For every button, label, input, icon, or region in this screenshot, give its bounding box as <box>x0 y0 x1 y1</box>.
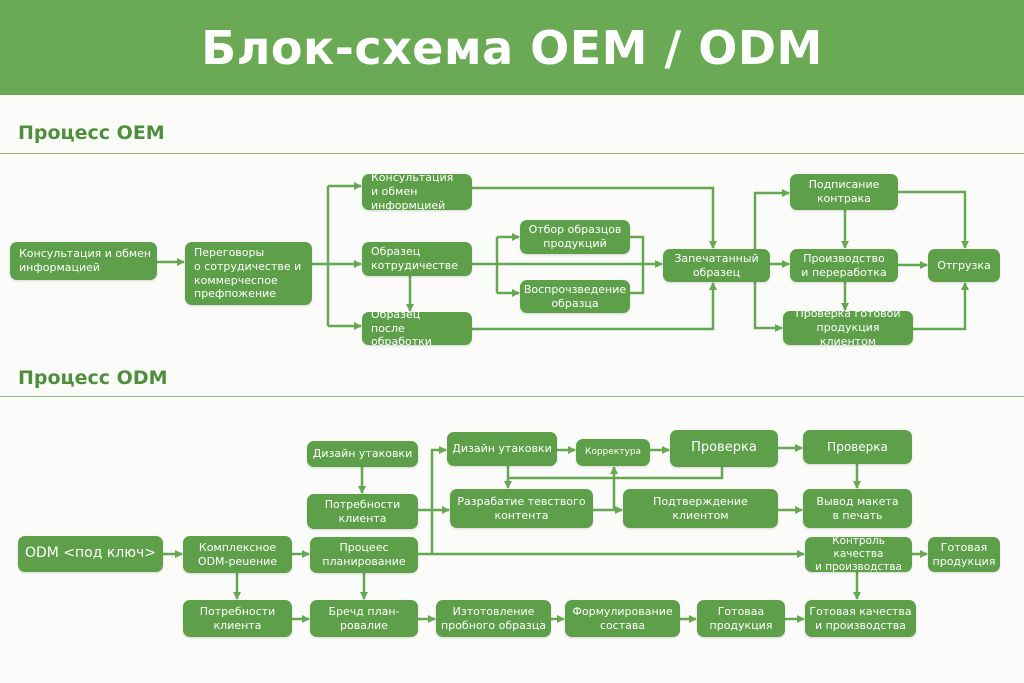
odm-node-proofreading: Корректура <box>576 439 650 466</box>
odm-section-title: Процесс ODM <box>18 367 168 389</box>
odm-node-print-layout: Вывод макета в печать <box>803 489 912 528</box>
odm-node-client-confirm: Подтверждение клиентом <box>623 489 778 528</box>
page-title: Блок-схема OEM / ODM <box>201 20 823 75</box>
oem-node-sample-reproduction: Воспрочзведение образца <box>520 280 630 313</box>
odm-node-text-content: Разрабатие тевствого контента <box>450 489 593 528</box>
edge <box>508 467 724 480</box>
edge <box>430 446 447 554</box>
edge <box>753 264 783 332</box>
oem-divider <box>0 153 1024 154</box>
odm-node-ready-product-mid: Готоваа продукция <box>697 600 785 637</box>
oem-node-consultation: Консультация и обмен информацией <box>10 242 157 280</box>
edge <box>898 190 969 249</box>
odm-node-check-right: Проверка <box>803 430 912 464</box>
oem-node-sample-selection: Отбор образцов продукций <box>520 220 630 254</box>
edge <box>913 282 969 331</box>
oem-node-negotiation: Переговоры о сотрудичестве и коммерчеспо… <box>185 242 312 305</box>
odm-node-package-design: Дизайн утаковки <box>447 432 557 466</box>
edge <box>630 235 645 295</box>
odm-node-package-design-left: Дизайн утаковки <box>307 441 418 467</box>
oem-node-contract-signing: Подписание контрака <box>790 174 898 210</box>
edge <box>472 282 717 331</box>
odm-node-client-needs-bottom: Потребности клиента <box>183 600 292 637</box>
odm-node-turnkey: ODM <под ключ> <box>18 536 163 572</box>
odm-node-trial-sample: Изтотовление пробного образца <box>436 600 551 637</box>
edge <box>753 189 790 264</box>
odm-node-brand-planning: Бречд план- ровалие <box>310 600 418 637</box>
odm-node-quality-control: Контроль качества и производства <box>805 535 912 573</box>
oem-node-sealed-sample: Запечатанный образец <box>663 249 770 282</box>
odm-node-complex-solution: Комплексное ODM-реuение <box>183 536 292 573</box>
odm-node-formulation: Формулирование состава <box>565 600 680 637</box>
oem-node-shipment: Отгрузка <box>928 249 1000 282</box>
odm-node-check-big: Проверка <box>670 430 778 467</box>
oem-node-sample-coop: Образец котрудичестве <box>362 242 472 276</box>
odm-node-planning: Процеес планирование <box>310 537 418 573</box>
title-banner: Блок-схема OEM / ODM <box>0 0 1024 95</box>
odm-divider <box>0 396 1024 397</box>
edge <box>472 186 717 249</box>
oem-node-client-check: Проверка готовой продукция клиентом <box>783 307 913 348</box>
oem-node-consult-info: Консультация и обмен информцией <box>362 171 472 212</box>
oem-node-production: Производство и переработка <box>790 249 898 282</box>
oem-section-title: Процесс OEM <box>18 122 165 144</box>
odm-node-ready-product: Готовая продукция <box>928 537 1000 572</box>
oem-node-sample-processed: Образец после обработки <box>362 308 472 348</box>
odm-node-client-needs-top: Потребности клиента <box>307 494 418 529</box>
edge <box>312 186 330 326</box>
odm-node-ready-quality: Готовая качества и производства <box>805 600 916 637</box>
